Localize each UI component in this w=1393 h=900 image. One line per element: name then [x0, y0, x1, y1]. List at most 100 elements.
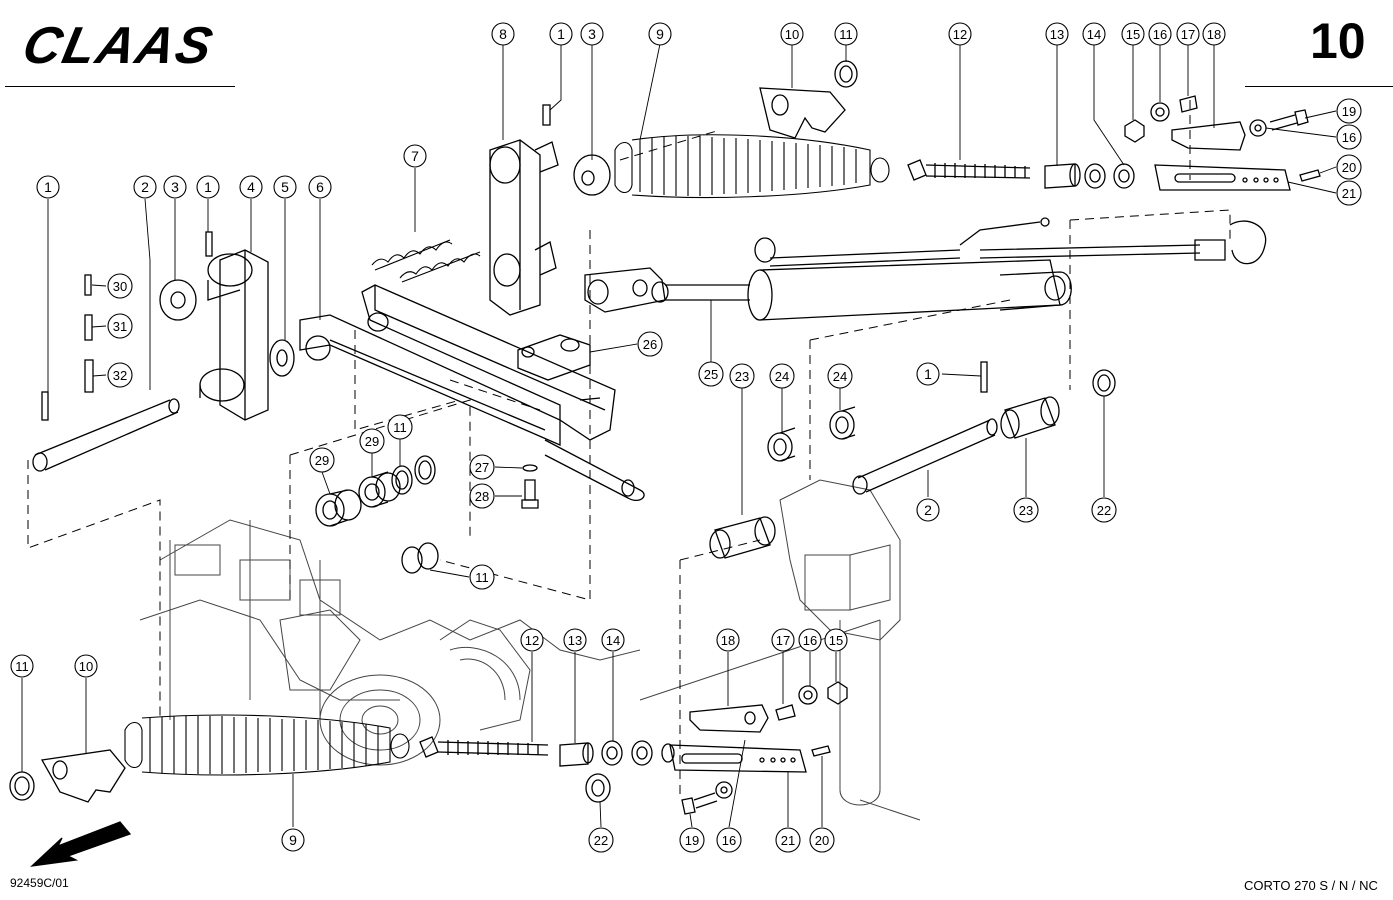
svg-text:17: 17: [776, 633, 790, 648]
callout: 20: [1336, 154, 1362, 180]
callout: 10: [74, 654, 98, 678]
lever-6: [299, 314, 645, 502]
nuts-14-bottom: [601, 740, 675, 766]
svg-text:25: 25: [704, 367, 718, 382]
svg-text:17: 17: [1181, 27, 1195, 42]
callout: 19: [1336, 98, 1362, 124]
svg-text:2: 2: [924, 502, 932, 518]
callout: 26: [637, 331, 663, 357]
callout: 22: [588, 827, 614, 853]
ring-11-bottom: [9, 771, 35, 801]
svg-text:2: 2: [141, 179, 149, 195]
callout: 15: [1121, 22, 1145, 46]
hydraulic-cylinder-25: [584, 217, 1267, 321]
callout: 13: [563, 628, 587, 652]
callout: 13: [1045, 22, 1069, 46]
plate-21-top: [1154, 164, 1291, 191]
svg-text:13: 13: [1050, 27, 1064, 42]
ring-22-right: [1092, 369, 1116, 397]
plate-8: [489, 104, 559, 316]
callout: 21: [775, 827, 801, 853]
callout: 32: [107, 362, 133, 388]
svg-text:7: 7: [411, 148, 419, 164]
sleeve-13-bottom: [559, 742, 594, 767]
callout: 11: [469, 564, 495, 590]
page-number: 10: [1310, 13, 1366, 69]
callout: 12: [948, 22, 972, 46]
svg-text:1: 1: [557, 26, 565, 42]
callout: 30: [107, 273, 133, 299]
svg-text:4: 4: [247, 179, 255, 195]
callout: 3: [580, 22, 604, 46]
svg-text:30: 30: [113, 279, 127, 294]
bushings-29: [315, 471, 401, 527]
svg-text:1: 1: [204, 179, 212, 195]
svg-text:13: 13: [568, 633, 582, 648]
pin-20-bottom: [811, 745, 831, 757]
svg-text:24: 24: [833, 369, 847, 384]
callout: 21: [1336, 180, 1362, 206]
callout: 18: [716, 628, 740, 652]
spring-7: [371, 239, 481, 283]
svg-text:9: 9: [289, 832, 297, 848]
sleeve-13-top: [1044, 163, 1081, 189]
drawing-number: 92459C/01: [10, 876, 69, 890]
callout: 15: [824, 628, 848, 652]
svg-text:27: 27: [475, 460, 489, 475]
hardware-15-16-17-top: [1124, 95, 1198, 143]
rings-11-mid: [391, 455, 439, 574]
hardware-15-16-17-bottom: [775, 681, 848, 721]
washer-3-left: [159, 279, 197, 321]
svg-text:31: 31: [113, 319, 127, 334]
callout: 8: [491, 22, 515, 46]
svg-text:26: 26: [643, 337, 657, 352]
header-rule-right: [1245, 86, 1393, 87]
svg-text:14: 14: [606, 633, 620, 648]
callout: 1: [916, 362, 940, 386]
svg-text:11: 11: [475, 570, 489, 585]
svg-text:5: 5: [281, 179, 289, 195]
svg-text:18: 18: [721, 633, 735, 648]
svg-text:11: 11: [839, 27, 853, 42]
rod-12-top: [907, 159, 1031, 181]
svg-text:29: 29: [365, 434, 379, 449]
callout: 23: [1013, 497, 1039, 523]
small-pins-left: [41, 231, 213, 421]
spring-9-top: [614, 134, 890, 199]
callout: 31: [107, 313, 133, 339]
svg-text:20: 20: [815, 833, 829, 848]
callout: 29: [309, 447, 335, 473]
plate-21-bottom: [669, 744, 807, 773]
svg-text:12: 12: [953, 27, 967, 42]
svg-text:28: 28: [475, 489, 489, 504]
model-designation: CORTO 270 S / N / NC: [1244, 878, 1378, 893]
callout: 9: [648, 22, 672, 46]
callout: 7: [403, 144, 427, 168]
svg-text:19: 19: [685, 833, 699, 848]
callout: 11: [10, 654, 34, 678]
pin-2-left: [32, 398, 180, 472]
callout: 1: [196, 175, 220, 199]
callout: 17: [1176, 22, 1200, 46]
header-rule-left: [5, 86, 235, 87]
callout: 5: [273, 175, 297, 199]
washer-5: [269, 339, 295, 377]
svg-text:18: 18: [1207, 27, 1221, 42]
callout: 16: [798, 628, 822, 652]
callout: 2: [916, 498, 940, 522]
leader-lines: [21, 43, 1337, 828]
plate-10-top: [759, 87, 846, 139]
callout: 24: [769, 363, 795, 389]
svg-text:20: 20: [1342, 160, 1356, 175]
ring-22-bottom: [585, 773, 611, 803]
svg-text:3: 3: [588, 26, 596, 42]
svg-text:3: 3: [171, 179, 179, 195]
svg-text:11: 11: [15, 659, 29, 674]
callout: 2: [133, 175, 157, 199]
svg-text:10: 10: [785, 27, 799, 42]
ring-11-top: [834, 60, 858, 88]
direction-arrow: [30, 821, 132, 867]
callout: 11: [387, 414, 413, 440]
callout: 19: [679, 827, 705, 853]
